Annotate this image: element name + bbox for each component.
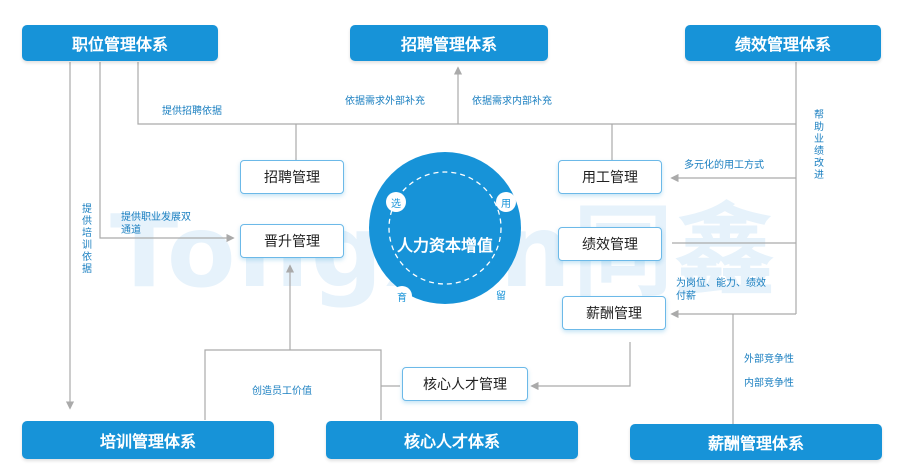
label-recruit-basis: 提供招聘依据	[162, 106, 222, 117]
recruit-system-box: 招聘管理体系	[350, 25, 548, 61]
label-pay-basis-2: 付薪	[676, 291, 696, 302]
recruit-management-box: 招聘管理	[240, 160, 344, 194]
label-diverse-employment: 多元化的用工方式	[684, 160, 764, 171]
promotion-management-box: 晋升管理	[240, 224, 344, 258]
label-create-value: 创造员工价值	[252, 386, 312, 397]
label-internal-competitiveness: 内部竞争性	[744, 378, 794, 389]
label-external-competitiveness: 外部竞争性	[744, 354, 794, 365]
center-title: 人力资本增值	[396, 236, 493, 255]
label-career-channel-2: 通道	[121, 225, 141, 236]
node-develop: 育	[392, 286, 412, 306]
talent-system-box: 核心人才体系	[326, 421, 578, 459]
label-external-supply: 依据需求外部补充	[345, 96, 425, 107]
node-select: 选	[386, 192, 406, 212]
employment-management-box: 用工管理	[558, 160, 662, 194]
talent-management-box: 核心人才管理	[402, 367, 528, 401]
performance-system-box: 绩效管理体系	[685, 25, 881, 61]
label-career-channel-1: 提供职业发展双	[121, 212, 191, 223]
training-system-box: 培训管理体系	[22, 421, 274, 459]
salary-management-box: 薪酬管理	[562, 296, 666, 330]
label-pay-basis-1: 为岗位、能力、绩效	[676, 278, 766, 289]
label-training-basis: 提供培训依据	[82, 204, 92, 275]
salary-system-box: 薪酬管理体系	[630, 424, 882, 460]
position-system-box: 职位管理体系	[22, 25, 218, 61]
performance-management-box: 绩效管理	[558, 227, 662, 261]
node-retain: 留	[491, 284, 511, 304]
label-internal-supply: 依据需求内部补充	[472, 96, 552, 107]
label-performance-help: 帮助业绩改进	[814, 110, 824, 181]
node-use: 用	[496, 192, 516, 212]
center-circle	[369, 152, 521, 304]
